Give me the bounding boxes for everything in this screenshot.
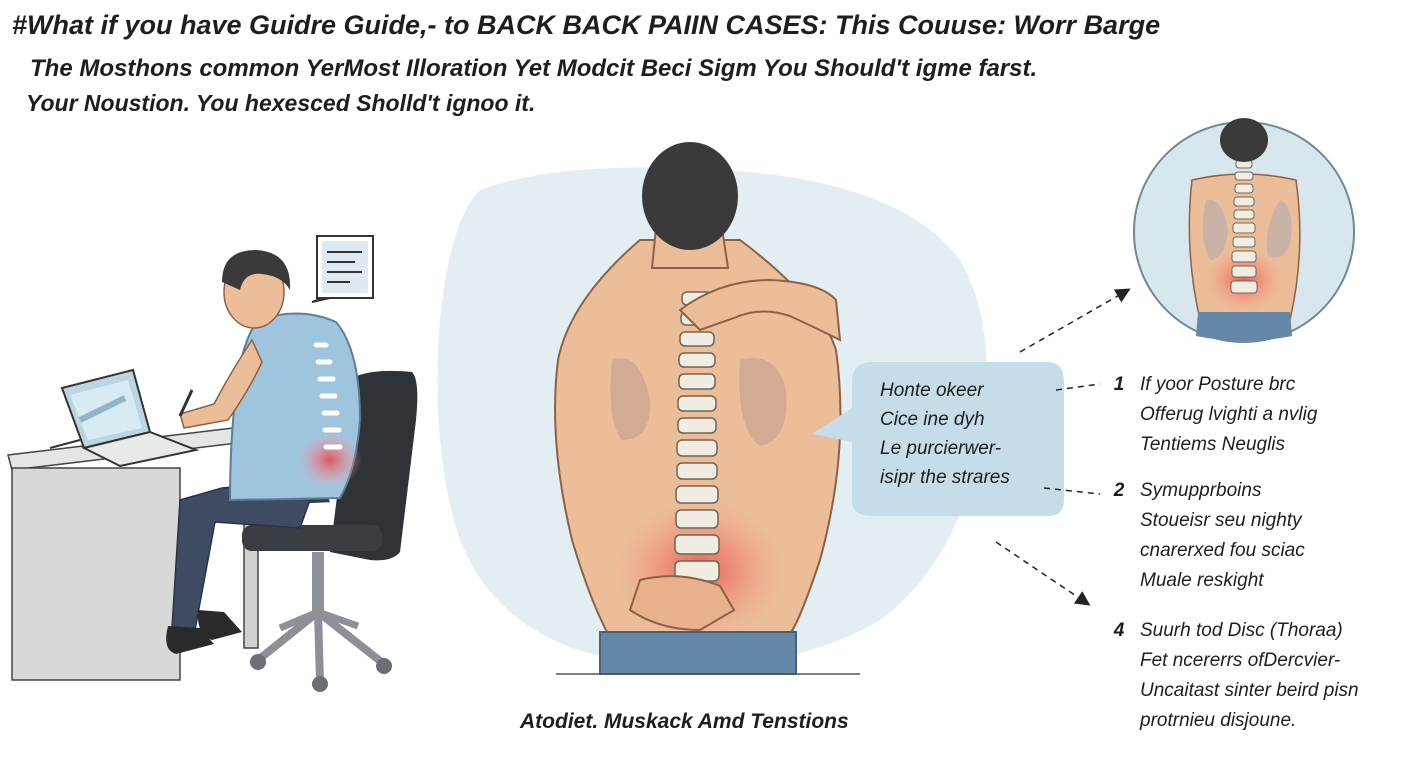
headline-tagline: Your Noustion. You hexesced Sholld't ign… — [26, 90, 536, 116]
connector-line — [1055, 383, 1101, 391]
item-line: cnarerxed fou sciac — [1140, 540, 1305, 561]
raised-arm — [678, 278, 842, 342]
hair — [222, 250, 291, 290]
pen — [178, 389, 194, 417]
item-number: 2 — [1113, 480, 1125, 501]
headline-subtitle: The Mosthons common YerMost Illoration Y… — [30, 55, 1038, 82]
spine — [674, 291, 720, 582]
item-line: Offerug lvighti a nvlig — [1140, 404, 1318, 425]
laptop-icon — [49, 368, 200, 468]
item-line: Uncaitast sinter beird pisn — [1140, 680, 1359, 701]
headline-title: #What if you have Guidre Guide,- to BACK… — [12, 10, 1161, 40]
item-line: If yoor Posture brc — [1140, 374, 1296, 395]
trousers — [171, 485, 311, 631]
item-number: 1 — [1113, 374, 1125, 395]
item-line: Symupprboins — [1140, 480, 1262, 501]
arrow-icon — [995, 541, 1091, 606]
desk-cabinet — [11, 467, 181, 681]
speech-bubble — [812, 362, 1064, 516]
item-line: Fet ncererrs ofDercvier- — [1140, 650, 1341, 671]
pain-marker — [298, 432, 362, 488]
figure-caption: Atodiet. Muskack Amd Tenstions — [520, 710, 849, 733]
desk-scene — [7, 235, 418, 692]
item-line: Stoueisr seu nighty — [1140, 510, 1302, 531]
hand-on-back — [628, 575, 736, 632]
arrow-icon — [1019, 288, 1131, 353]
speech-bubble-text: Honte okeer Cice ine dyh Le purcierwer- … — [880, 376, 1010, 492]
connector-line — [1043, 487, 1101, 495]
waistband — [599, 631, 797, 675]
head — [642, 142, 738, 250]
document-icon — [311, 235, 374, 303]
shoe — [197, 610, 242, 640]
bubble-line: isipr the strares — [880, 467, 1010, 488]
spine-marker — [313, 342, 343, 450]
bubble-line: Cice ine dyh — [880, 409, 985, 430]
bubble-line: Le purcierwer- — [880, 438, 1002, 459]
arm — [179, 338, 263, 429]
item-number: 4 — [1113, 620, 1125, 641]
item-line: protrnieu disjoune. — [1140, 710, 1297, 731]
left-lung — [610, 358, 651, 440]
item-line: Muale reskight — [1140, 570, 1264, 591]
item-line: Tentiems Neuglis — [1140, 434, 1286, 455]
bubble-line: Honte okeer — [880, 380, 984, 401]
item-line: Suurh tod Disc (Thoraa) — [1140, 620, 1343, 641]
inset-circle — [1133, 118, 1355, 343]
right-lung — [739, 358, 787, 446]
shoe — [166, 626, 214, 654]
back-view-figure — [437, 142, 987, 675]
